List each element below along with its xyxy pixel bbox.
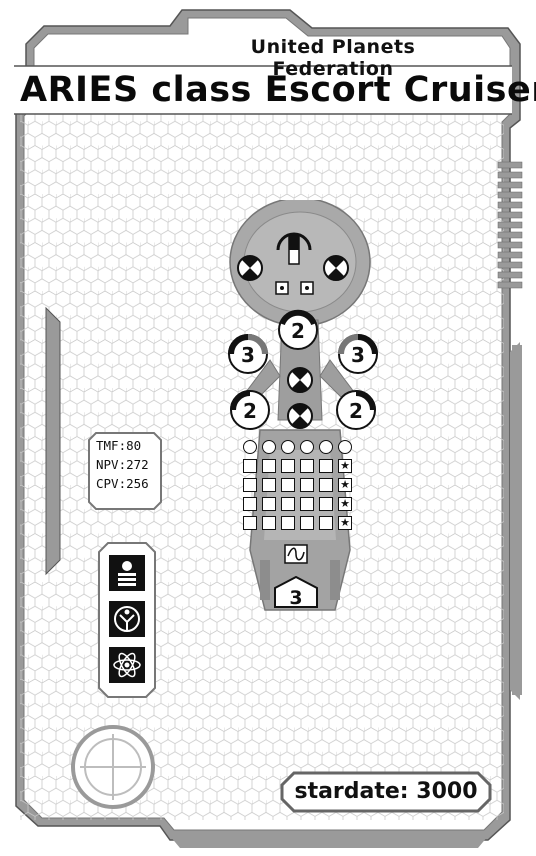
phaser-mount-neck-lower <box>287 403 313 429</box>
damage-box[interactable] <box>300 516 314 530</box>
damage-box[interactable] <box>243 497 257 511</box>
damage-circle[interactable] <box>319 440 333 454</box>
stardate-value: 3000 <box>416 779 478 804</box>
weapon-lower-left: 2 <box>230 390 270 430</box>
damage-box[interactable] <box>300 497 314 511</box>
stardate-frame <box>280 771 492 813</box>
damage-box[interactable] <box>281 497 295 511</box>
weapon-rating: 2 <box>291 319 305 343</box>
damage-circle[interactable] <box>243 440 257 454</box>
stardate-label: stardate: <box>294 779 409 804</box>
atom-icon <box>109 647 145 683</box>
damage-box-critical[interactable]: ★ <box>338 478 352 492</box>
weapon-right-arc: 3 <box>338 334 378 374</box>
stats-box-frame <box>88 432 162 510</box>
damage-box[interactable] <box>300 459 314 473</box>
damage-box[interactable] <box>262 459 276 473</box>
engine-module-icon <box>284 544 308 564</box>
weapon-left-arc: 3 <box>228 334 268 374</box>
damage-box[interactable] <box>300 478 314 492</box>
weapon-front-arc: 2 <box>278 309 318 350</box>
stat-value: 272 <box>126 457 149 472</box>
damage-box-critical[interactable]: ★ <box>338 497 352 511</box>
damage-circle[interactable] <box>262 440 276 454</box>
science-officer-icon <box>109 601 145 637</box>
stat-npv: NPV:272 <box>96 457 149 472</box>
damage-box[interactable] <box>281 459 295 473</box>
stat-tmf: TMF:80 <box>96 438 142 453</box>
damage-box-critical[interactable]: ★ <box>338 516 352 530</box>
damage-box[interactable] <box>262 478 276 492</box>
damage-circle[interactable] <box>338 440 352 454</box>
phaser-mount-left <box>237 255 263 281</box>
stat-cpv: CPV:256 <box>96 476 149 491</box>
phaser-mount-right <box>323 255 349 281</box>
stat-label: NPV <box>96 457 119 472</box>
weapon-rating: 3 <box>241 343 255 367</box>
stat-value: 256 <box>126 476 149 491</box>
damage-box[interactable] <box>319 516 333 530</box>
damage-box[interactable] <box>262 516 276 530</box>
damage-circle[interactable] <box>281 440 295 454</box>
faction-name: United Planets Federation <box>250 36 416 80</box>
weapon-lower-right: 2 <box>336 390 376 430</box>
weapon-rating: 2 <box>349 399 363 423</box>
damage-track: ★ ★ ★ ★ <box>241 439 357 531</box>
damage-box[interactable] <box>319 497 333 511</box>
engine-thrust: 3 <box>274 576 318 608</box>
weapon-rating: 3 <box>351 343 365 367</box>
damage-box[interactable] <box>243 459 257 473</box>
targeting-reticle-icon <box>71 725 155 809</box>
damage-box-critical[interactable]: ★ <box>338 459 352 473</box>
stat-label: TMF <box>96 438 119 453</box>
phaser-mount-neck-upper <box>287 367 313 393</box>
thrust-value: 3 <box>289 587 302 608</box>
damage-box[interactable] <box>243 478 257 492</box>
stat-value: 80 <box>126 438 142 453</box>
damage-box[interactable] <box>319 478 333 492</box>
damage-circle[interactable] <box>300 440 314 454</box>
damage-box[interactable] <box>243 516 257 530</box>
stardate: stardate: 3000 <box>283 774 489 810</box>
rank-insignia-icon <box>109 555 145 591</box>
damage-box[interactable] <box>262 497 276 511</box>
damage-box[interactable] <box>281 478 295 492</box>
ship-class-title: ARIES class Escort Cruiser <box>20 70 536 110</box>
weapon-rating: 2 <box>243 399 257 423</box>
damage-box[interactable] <box>281 516 295 530</box>
stat-label: CPV <box>96 476 119 491</box>
damage-box[interactable] <box>319 459 333 473</box>
